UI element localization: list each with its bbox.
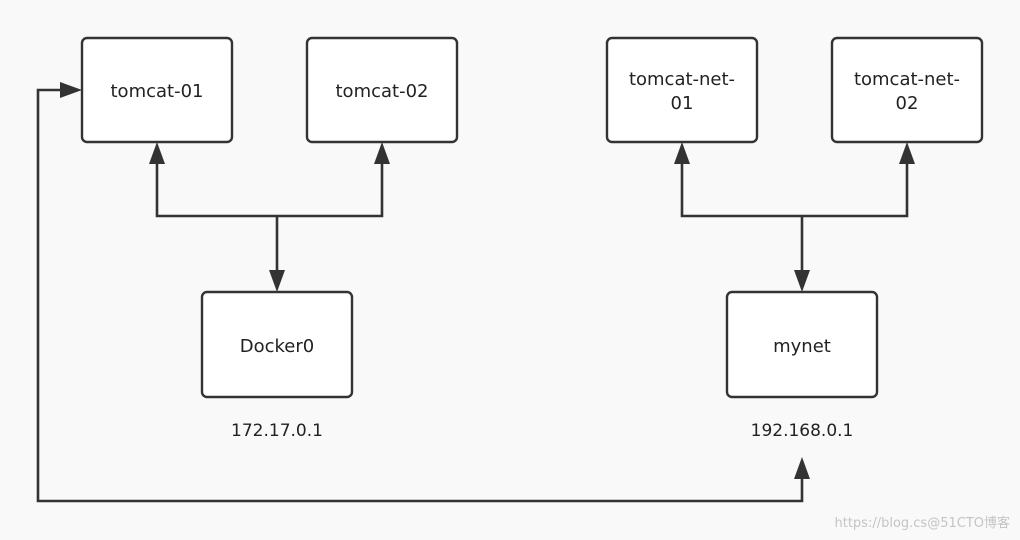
mynet-label: mynet bbox=[773, 336, 831, 357]
mynet-connector bbox=[674, 142, 915, 292]
watermark-text: https://blog.cs@51CTO博客 bbox=[834, 515, 1010, 531]
tomcat-net-02-label-line2: 02 bbox=[896, 93, 919, 114]
tomcat-net-01-label-line1: tomcat-net- bbox=[629, 69, 735, 90]
tomcat-net-01-node: tomcat-net- 01 bbox=[605, 36, 759, 144]
tomcat-net-02-label-line1: tomcat-net- bbox=[854, 69, 960, 90]
tomcat-net-01-label-line2: 01 bbox=[671, 93, 694, 114]
tomcat-02-node: tomcat-02 bbox=[305, 36, 459, 144]
arrow-into-tomcat-01 bbox=[60, 82, 82, 98]
tomcat-01-node: tomcat-01 bbox=[80, 36, 234, 144]
arrow-to-tomcat-01 bbox=[149, 142, 165, 164]
mynet-ip-label: 192.168.0.1 bbox=[751, 421, 854, 441]
docker0-node: Docker0 bbox=[200, 290, 354, 399]
arrow-to-tomcat-02 bbox=[374, 142, 390, 164]
arrow-to-mynet-ip bbox=[794, 457, 810, 479]
docker0-ip-label: 172.17.0.1 bbox=[231, 421, 323, 441]
cross-network-connector bbox=[36, 82, 810, 503]
mynet-node: mynet bbox=[725, 290, 879, 399]
arrow-to-mynet bbox=[794, 270, 810, 292]
arrow-to-tomcat-net-01 bbox=[674, 142, 690, 164]
arrow-to-docker0 bbox=[269, 270, 285, 292]
arrow-to-tomcat-net-02 bbox=[899, 142, 915, 164]
tomcat-02-label: tomcat-02 bbox=[336, 81, 429, 102]
docker0-connector bbox=[149, 142, 390, 292]
tomcat-net-02-node: tomcat-net- 02 bbox=[830, 36, 984, 144]
docker0-label: Docker0 bbox=[240, 336, 314, 357]
tomcat-01-label: tomcat-01 bbox=[111, 81, 204, 102]
